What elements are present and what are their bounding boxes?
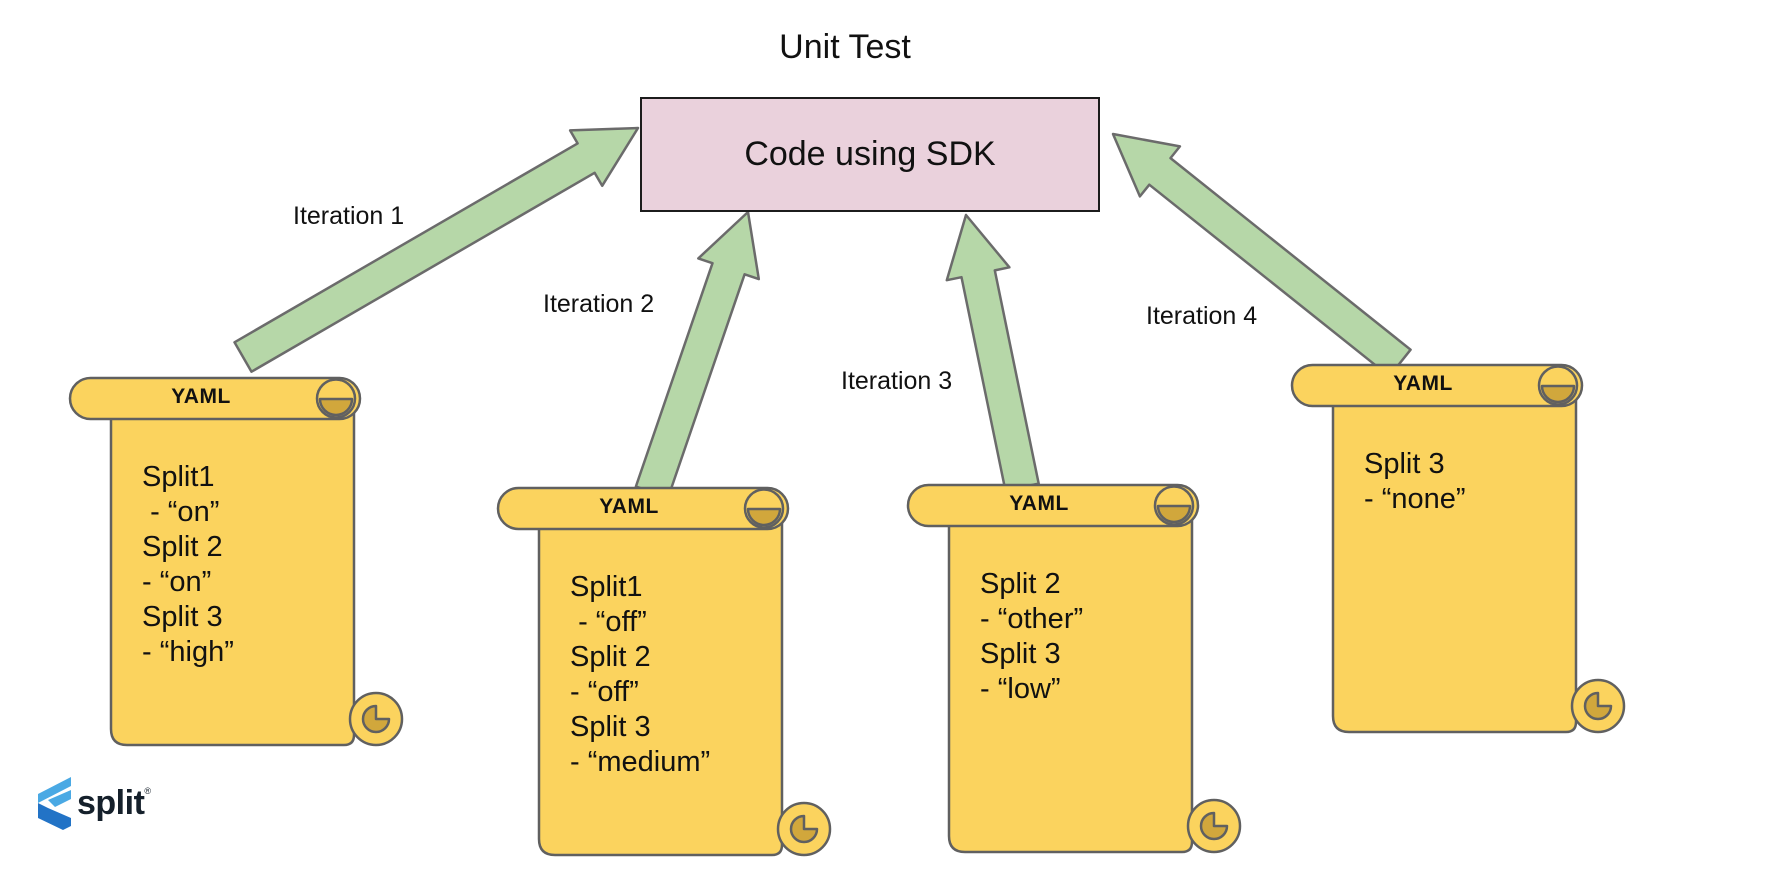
- split-logo-icon: [38, 777, 71, 830]
- scroll-content-3: Split 2 - “other” Split 3 - “low”: [980, 568, 1084, 705]
- arrow-iteration-2-icon: [634, 210, 761, 499]
- scroll-content-1: Split1 - “on” Split 2 - “on” Split 3 - “…: [142, 461, 234, 668]
- arrow-iteration-3-icon: [945, 213, 1040, 492]
- yaml-header-3: YAML: [1009, 492, 1069, 515]
- iteration-2-label: Iteration 2: [543, 290, 655, 318]
- yaml-scroll-icon-1: [68, 376, 404, 747]
- yaml-header-1: YAML: [171, 385, 231, 408]
- arrow-iteration-1-icon: [233, 126, 640, 373]
- page-title: Unit Test: [779, 28, 911, 66]
- iteration-1-label: Iteration 1: [293, 202, 405, 230]
- yaml-header-2: YAML: [599, 495, 659, 518]
- registered-mark: ®: [144, 786, 151, 796]
- iteration-4-label: Iteration 4: [1146, 302, 1258, 330]
- yaml-header-4: YAML: [1393, 372, 1453, 395]
- split-logo-text: split: [77, 784, 145, 822]
- scroll-content-4: Split 3 - “none”: [1364, 448, 1466, 515]
- arrow-iteration-4-icon: [1111, 132, 1412, 378]
- split-logo-wordmark: split®: [77, 784, 151, 823]
- yaml-scroll-icon-4: [1290, 363, 1626, 734]
- code-using-sdk-box: Code using SDK: [640, 97, 1100, 212]
- scroll-content-2: Split1 - “off” Split 2 - “off” Split 3 -…: [570, 571, 711, 778]
- code-using-sdk-label: Code using SDK: [744, 135, 996, 173]
- iteration-3-label: Iteration 3: [841, 367, 953, 395]
